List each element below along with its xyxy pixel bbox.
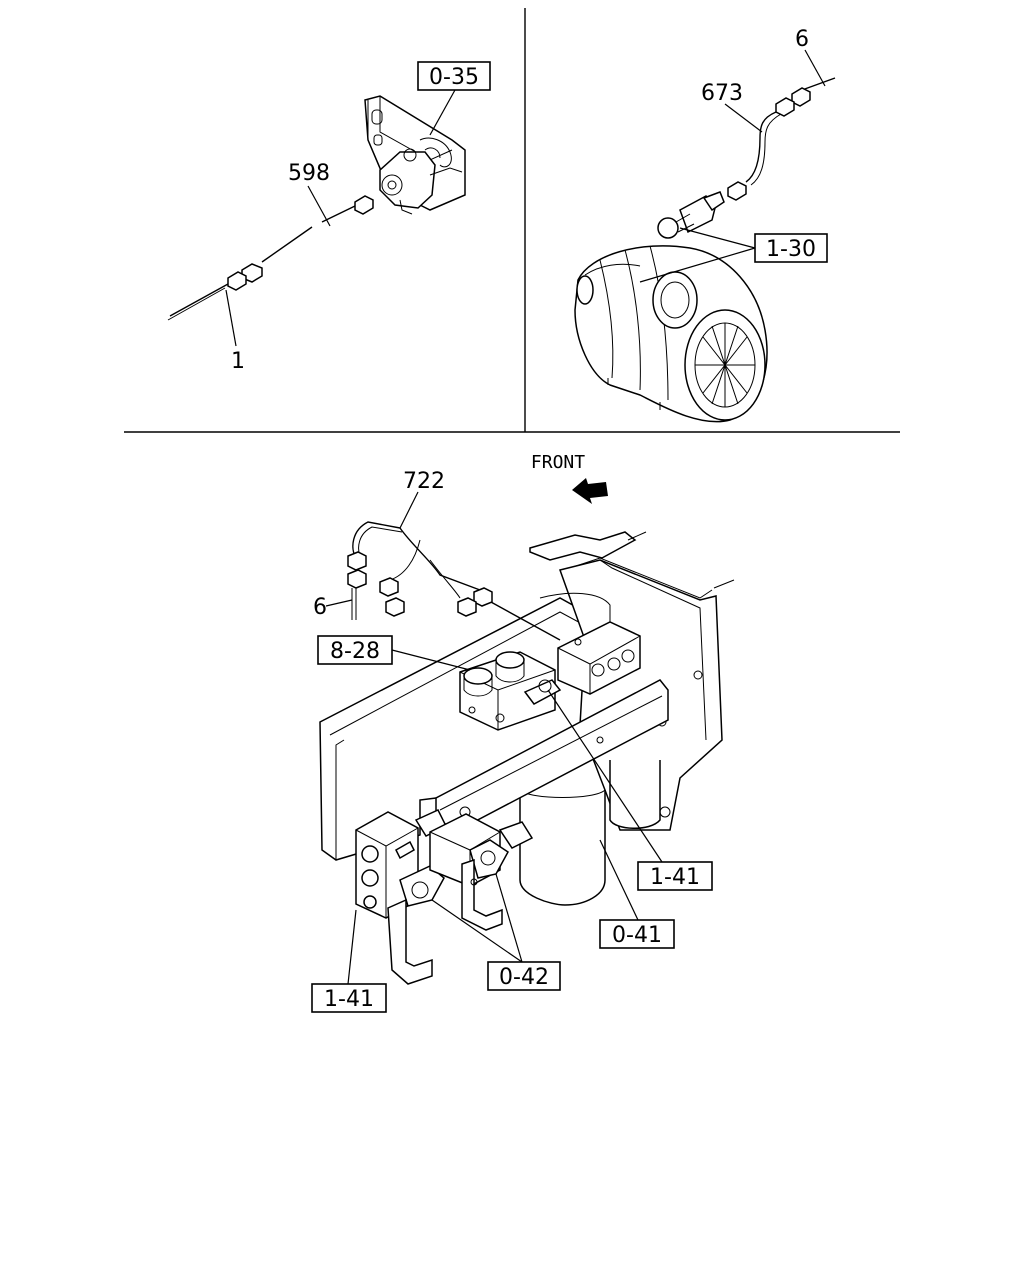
- label-598: 598: [288, 161, 330, 186]
- callout-0-35: 0-35: [417, 61, 491, 91]
- svg-text:0-41: 0-41: [612, 923, 662, 948]
- frame-assembly: [319, 491, 735, 985]
- label-6-bottom: 6: [313, 595, 327, 620]
- svg-text:1-41: 1-41: [650, 865, 700, 890]
- callout-1-30: 1-30: [754, 233, 828, 263]
- callout-8-28: 8-28: [317, 635, 393, 665]
- label-1: 1: [231, 349, 245, 374]
- svg-text:0-35: 0-35: [429, 65, 479, 90]
- label-6-top: 6: [795, 27, 809, 52]
- callout-1-41-right: 1-41: [637, 861, 713, 891]
- top-left-assembly: [167, 89, 466, 347]
- svg-text:8-28: 8-28: [330, 639, 380, 664]
- front-arrow-icon: [572, 478, 608, 504]
- callout-1-41-left: 1-41: [311, 983, 387, 1013]
- top-right-assembly: [574, 49, 836, 423]
- svg-text:1-30: 1-30: [766, 237, 816, 262]
- label-722: 722: [403, 469, 445, 494]
- label-673: 673: [701, 81, 743, 106]
- callout-0-41: 0-41: [599, 919, 675, 949]
- svg-text:0-42: 0-42: [499, 965, 549, 990]
- callout-0-42: 0-42: [487, 961, 561, 991]
- front-label: FRONT: [531, 452, 585, 473]
- svg-text:1-41: 1-41: [324, 987, 374, 1012]
